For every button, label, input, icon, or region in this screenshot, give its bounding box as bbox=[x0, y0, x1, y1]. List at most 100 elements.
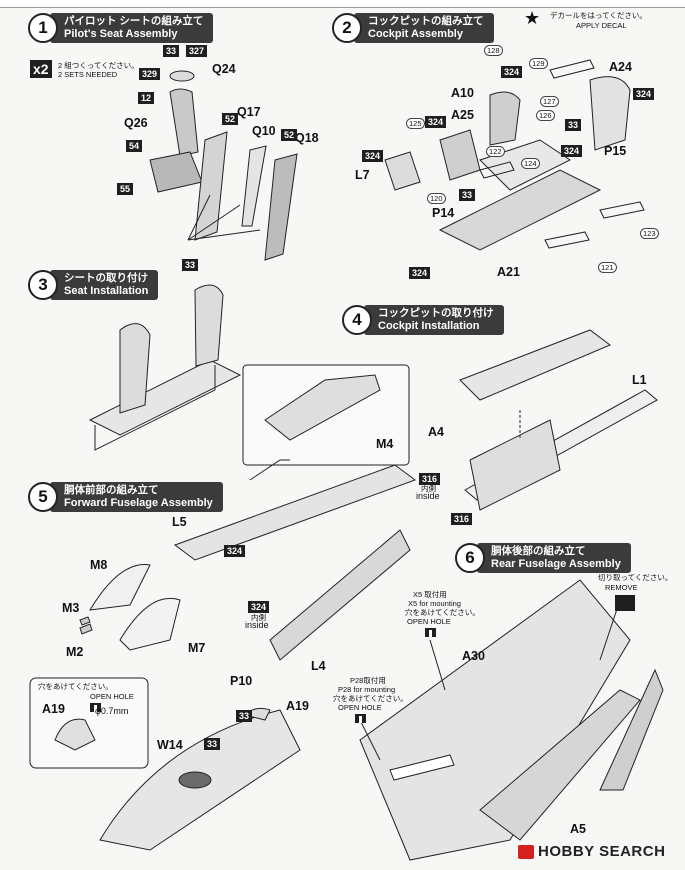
top-border bbox=[0, 0, 685, 8]
two-sets-badge: x2 bbox=[30, 60, 52, 78]
step-1-number: 1 bbox=[28, 13, 58, 43]
x5-mount-note-jp: X5 取付用 bbox=[413, 590, 447, 599]
step-6-number: 6 bbox=[455, 543, 485, 573]
step-2-title-jp: コックピットの組み立て bbox=[368, 15, 484, 27]
decal-tag-55: 55 bbox=[117, 183, 134, 195]
step3-seat-install-drawing bbox=[88, 284, 242, 451]
part-label-m4: M4 bbox=[376, 437, 394, 451]
decal-tag-33-e: 33 bbox=[236, 710, 253, 722]
open-hole-note-3-jp: 穴をあけてください。 bbox=[38, 682, 113, 691]
p28-mount-note-jp: P28取付用 bbox=[350, 676, 386, 685]
part-label-q10: Q10 bbox=[252, 124, 276, 138]
inside-note-jp: 内側 bbox=[421, 484, 436, 493]
step-6-title-jp: 胴体後部の組み立て bbox=[491, 545, 586, 557]
part-label-a24: A24 bbox=[609, 60, 632, 74]
open-hole-icon bbox=[425, 628, 436, 637]
part-label-a4: A4 bbox=[428, 425, 444, 439]
part-label-l7: L7 bbox=[355, 168, 370, 182]
part-label-a30: A30 bbox=[462, 649, 485, 663]
decal-tag-316-b: 316 bbox=[451, 513, 473, 525]
part-label-p14: P14 bbox=[432, 206, 455, 220]
part-label-a5: A5 bbox=[570, 822, 586, 836]
step-4-title: コックピットの取り付け Cockpit Installation bbox=[364, 305, 504, 335]
star-icon: ★ bbox=[524, 8, 541, 28]
step-2-title-en: Cockpit Assembly bbox=[368, 28, 463, 40]
step4-cockpit-install-drawing bbox=[459, 329, 658, 511]
open-hole-note-en: OPEN HOLE bbox=[407, 617, 451, 626]
part-label-l5: L5 bbox=[172, 515, 187, 529]
logo-text: HOBBY SEARCH bbox=[538, 843, 666, 860]
hole-diameter: φ0.7mm bbox=[95, 706, 129, 716]
step-4-title-jp: コックピットの取り付け bbox=[378, 307, 494, 319]
part-tag-123: 123 bbox=[640, 228, 659, 239]
step-3-number: 3 bbox=[28, 270, 58, 300]
part-tag-125: 125 bbox=[406, 118, 425, 129]
part-tag-128: 128 bbox=[484, 45, 503, 56]
part-label-l4: L4 bbox=[311, 659, 326, 673]
part-label-m7: M7 bbox=[188, 641, 206, 655]
step-5-number: 5 bbox=[28, 482, 58, 512]
p28-mount-note-en: P28 for mounting bbox=[338, 685, 396, 694]
part-label-p15: P15 bbox=[604, 144, 627, 158]
decal-tag-52: 52 bbox=[222, 113, 239, 125]
step-3-title-en: Seat Installation bbox=[64, 285, 149, 297]
part-label-m2: M2 bbox=[66, 645, 84, 659]
inside-note-en: inside bbox=[416, 491, 440, 501]
part-label-m8: M8 bbox=[90, 558, 108, 572]
part-tag-122: 122 bbox=[486, 146, 505, 157]
decal-tag-324-e: 324 bbox=[362, 150, 384, 162]
part-label-a19-inset: A19 bbox=[42, 702, 65, 716]
step-3-title-jp: シートの取り付け bbox=[64, 272, 148, 284]
part-label-a21: A21 bbox=[497, 265, 520, 279]
decal-tag-33-f: 33 bbox=[204, 738, 221, 750]
decal-tag-327: 327 bbox=[186, 45, 208, 57]
open-hole-note-2-jp: 穴をあけてください。 bbox=[333, 694, 408, 703]
remove-note-jp: 切り取ってください。 bbox=[598, 573, 673, 582]
logo-mark-icon bbox=[518, 844, 534, 859]
decal-tag-324-g: 324 bbox=[224, 545, 246, 557]
decal-tag-324-c: 324 bbox=[425, 116, 447, 128]
step-4-number: 4 bbox=[342, 305, 372, 335]
step-5-title-jp: 胴体前部の組み立て bbox=[64, 484, 159, 496]
part-label-a10: A10 bbox=[451, 86, 474, 100]
step-3-header: 3 シートの取り付け Seat Installation bbox=[28, 270, 159, 300]
part-tag-120: 120 bbox=[427, 193, 446, 204]
part-tag-124: 124 bbox=[521, 158, 540, 169]
part-label-a25: A25 bbox=[451, 108, 474, 122]
step-5-title: 胴体前部の組み立て Forward Fuselage Assembly bbox=[50, 482, 223, 512]
step-4-header: 4 コックピットの取り付け Cockpit Installation bbox=[342, 305, 504, 335]
part-label-q24: Q24 bbox=[212, 62, 236, 76]
step-1-title: パイロット シートの組み立て Pilot's Seat Assembly bbox=[50, 13, 214, 43]
decal-note-en: APPLY DECAL bbox=[576, 21, 627, 30]
decal-tag-52-b: 52 bbox=[281, 129, 298, 141]
step-1-title-jp: パイロット シートの組み立て bbox=[64, 15, 204, 27]
part-tag-126: 126 bbox=[536, 110, 555, 121]
x5-mount-note-en: X5 for mounting bbox=[408, 599, 461, 608]
step5-fuselage-drawing bbox=[79, 464, 417, 661]
part-label-q26: Q26 bbox=[124, 116, 148, 130]
step-1-header: 1 パイロット シートの組み立て Pilot's Seat Assembly bbox=[28, 13, 214, 43]
step-5-title-en: Forward Fuselage Assembly bbox=[64, 497, 213, 509]
part-label-m3: M3 bbox=[62, 601, 80, 615]
remove-note-en: REMOVE bbox=[605, 583, 638, 592]
part-label-p10: P10 bbox=[230, 674, 253, 688]
decal-tag-324-d: 324 bbox=[561, 145, 583, 157]
open-hole-note-3-en: OPEN HOLE bbox=[90, 692, 134, 701]
decal-tag-324-h: 324 bbox=[248, 601, 270, 613]
open-hole-note-2-en: OPEN HOLE bbox=[338, 703, 382, 712]
step-5-header: 5 胴体前部の組み立て Forward Fuselage Assembly bbox=[28, 482, 223, 512]
part-label-w14: W14 bbox=[157, 738, 183, 752]
hobby-search-logo: HOBBY SEARCH bbox=[518, 843, 665, 860]
decal-tag-33: 33 bbox=[163, 45, 180, 57]
step-4-title-en: Cockpit Installation bbox=[378, 320, 480, 332]
step6-rear-fuselage-drawing bbox=[359, 579, 664, 861]
decal-tag-12: 12 bbox=[138, 92, 155, 104]
inside-note-2-jp: 内側 bbox=[251, 613, 266, 622]
remove-icon bbox=[615, 595, 635, 611]
step-3-title: シートの取り付け Seat Installation bbox=[50, 270, 159, 300]
step-1-title-en: Pilot's Seat Assembly bbox=[64, 28, 178, 40]
part-tag-129: 129 bbox=[529, 58, 548, 69]
decal-tag-324: 324 bbox=[501, 66, 523, 78]
